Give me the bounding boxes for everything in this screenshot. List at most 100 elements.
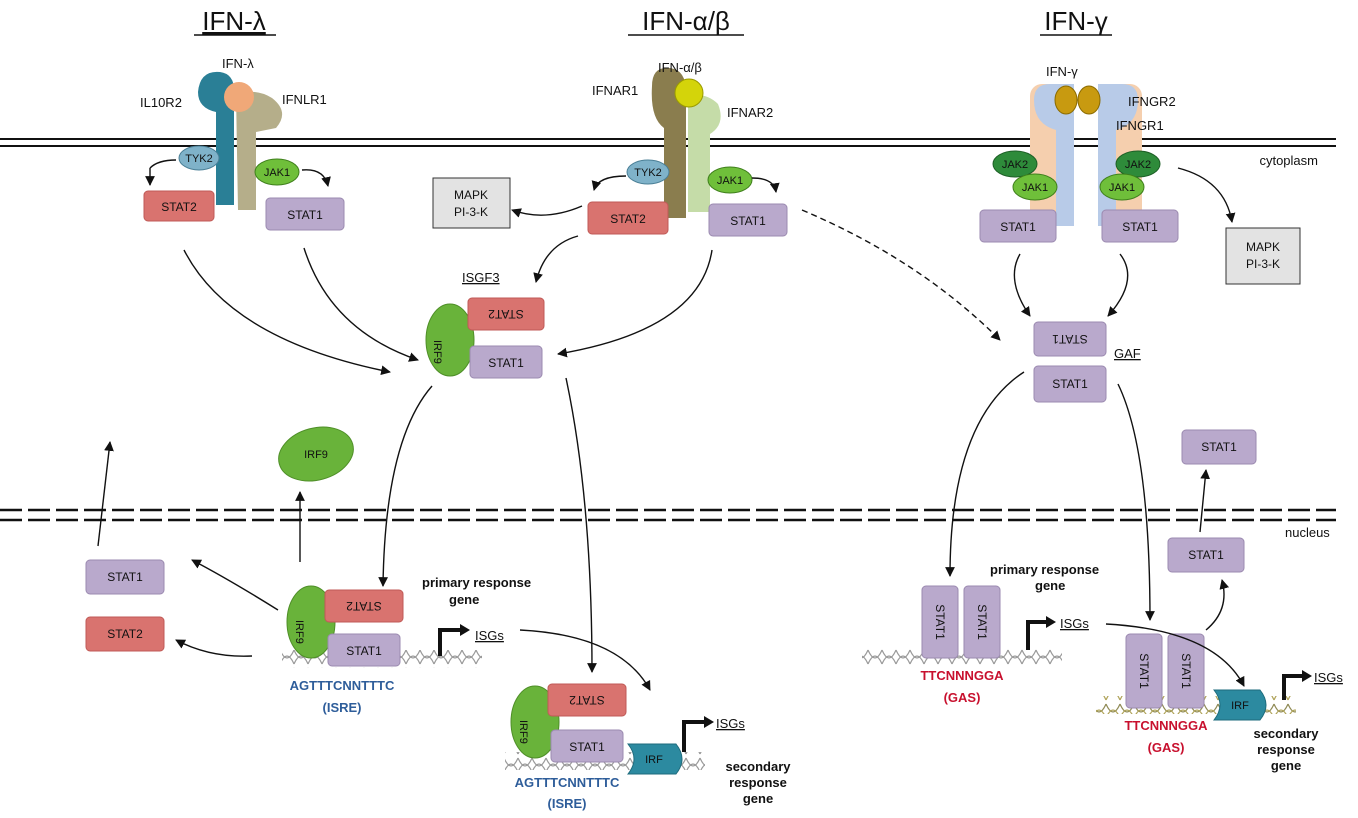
ifn-alpha-beta-ligand-icon: [674, 78, 704, 108]
jak1-alphabeta-label: JAK1: [717, 175, 743, 187]
stat2-secondary-label: STAT2: [569, 693, 605, 707]
irf9-isgf3: [425, 303, 475, 377]
stat2-export-label: STAT2: [107, 627, 143, 641]
irf9-secondary: [510, 685, 560, 759]
gas-label-secondary: (GAS): [1148, 740, 1185, 755]
tyk2-lambda-label: TYK2: [185, 153, 213, 165]
ifn-alpha-beta-receptor: [651, 67, 721, 219]
isre-label-secondary: (ISRE): [548, 796, 587, 811]
primary-response-label-line2: gene: [449, 592, 479, 607]
tyk2-alphabeta-label: TYK2: [634, 167, 662, 179]
stat1-gas-secondary-right: [1167, 633, 1205, 709]
ifnar2-label: IFNAR2: [727, 105, 773, 120]
stat1-alphabeta-label: STAT1: [730, 214, 766, 228]
stat2-primary-label: STAT2: [346, 599, 382, 613]
irf-gas-secondary-label: IRF: [1231, 700, 1249, 712]
ifn-gamma-ligand-icon: [1054, 85, 1078, 115]
irf-isre-secondary: [626, 743, 683, 775]
stat2-isgf3-label: STAT2: [488, 307, 524, 321]
jak1-gamma-right: [1099, 173, 1145, 201]
gas-sequence-secondary: TTCNNNGGA: [1124, 718, 1208, 733]
secondary-response-gamma-line1: secondary: [1253, 726, 1319, 741]
stat1-isgf3: [469, 345, 543, 379]
il10r2-label: IL10R2: [140, 95, 182, 110]
ifn-lambda-ligand-label: IFN-λ: [222, 56, 254, 71]
stat1-gas-primary-left: [921, 585, 959, 659]
nuclear-envelope: [0, 508, 1336, 522]
stat1-gamma-left: [979, 209, 1057, 243]
stat1-gas-primary-right: [963, 585, 1001, 659]
stat1-export-label: STAT1: [107, 570, 143, 584]
irf9-isgf3-label: IRF9: [431, 340, 443, 364]
irf9-secondary-label: IRF9: [517, 720, 529, 744]
jak1-gamma-left-label: JAK1: [1022, 182, 1048, 194]
stat1-nuclear-gamma: [1167, 537, 1245, 573]
stat1-lambda-label: STAT1: [287, 208, 323, 222]
stat1-gaf-top-label: STAT1: [1052, 332, 1088, 346]
pi3k-label-alphabeta: PI-3-K: [454, 205, 488, 219]
stat2-export: [85, 616, 165, 652]
jak1-lambda: [254, 158, 300, 186]
tyk2-alphabeta: [626, 159, 670, 185]
primary-response-label-line1: primary response: [422, 575, 531, 590]
stat1-isgf3-label: STAT1: [488, 356, 524, 370]
stat1-gamma-right-label: STAT1: [1122, 220, 1158, 234]
mapk-label-alphabeta: MAPK: [454, 188, 488, 202]
isre-label-primary: (ISRE): [323, 700, 362, 715]
stat1-gamma-right: [1101, 209, 1179, 243]
jak2-gamma-left-label: JAK2: [1002, 159, 1028, 171]
stat1-alphabeta: [708, 203, 788, 237]
gas-sequence-primary: TTCNNNGGA: [920, 668, 1004, 683]
stat1-gaf-bottom-label: STAT1: [1052, 377, 1088, 391]
secondary-response-gamma-line2: response: [1257, 742, 1315, 757]
cytoplasm-label: cytoplasm: [1259, 153, 1318, 168]
stat2-isgf3: [467, 297, 545, 331]
jak1-gamma-left: [1012, 173, 1058, 201]
stat1-gas-secondary-right-label: STAT1: [1179, 653, 1193, 689]
ifn-alpha-beta-ligand-label: IFN-α/β: [658, 60, 702, 75]
jak2-gamma-right: [1115, 150, 1161, 178]
primary-response-gamma-line1: primary response: [990, 562, 1099, 577]
gaf-label: GAF: [1114, 346, 1141, 361]
stat1-secondary: [550, 729, 624, 763]
jak1-alphabeta: [707, 166, 753, 194]
ifnlr1-label: IFNLR1: [282, 92, 327, 107]
heading-ifn-gamma: IFN-γ: [1044, 6, 1108, 36]
isgf3-label: ISGF3: [462, 270, 500, 285]
isre-sequence-primary: AGTTTCNNTTTC: [290, 678, 395, 693]
isgs-isre-secondary: ISGs: [716, 716, 745, 731]
stat1-nuclear-gamma-label: STAT1: [1188, 548, 1224, 562]
stat2-lambda: [143, 190, 215, 222]
isre-sequence-secondary: AGTTTCNNTTTC: [515, 775, 620, 790]
bent-arrow-icon-isre-secondary: [682, 720, 706, 752]
mapk-box-gamma: [1225, 227, 1301, 285]
stat1-primary-label: STAT1: [346, 644, 382, 658]
bent-arrow-icon-isre-primary: [438, 628, 462, 656]
ifn-lambda-receptor: [198, 71, 283, 210]
gas-label-primary: (GAS): [944, 690, 981, 705]
secondary-response-label-line1: secondary: [725, 759, 791, 774]
ifngr1-label: IFNGR1: [1116, 118, 1164, 133]
stat1-export: [85, 559, 165, 595]
stat1-free-gamma: [1181, 429, 1257, 465]
ifngr2-label: IFNGR2: [1128, 94, 1176, 109]
stat1-primary: [327, 633, 401, 667]
stat1-gaf-bottom: [1033, 365, 1107, 403]
stat2-secondary: [547, 683, 627, 717]
primary-response-gamma-line2: gene: [1035, 578, 1065, 593]
heading-ifn-alpha-beta: IFN-α/β: [642, 6, 730, 36]
irf9-free-label: IRF9: [304, 449, 328, 461]
dna-gas-primary: [862, 648, 1062, 666]
tyk2-lambda: [178, 145, 220, 171]
ifnar1-label: IFNAR1: [592, 83, 638, 98]
secondary-response-label-line2: response: [729, 775, 787, 790]
stat1-lambda: [265, 197, 345, 231]
irf9-free: [278, 426, 354, 482]
stat1-gaf-top: [1033, 321, 1107, 357]
stat2-alphabeta: [587, 201, 669, 235]
secondary-response-gamma-line3: gene: [1271, 758, 1301, 773]
pi3k-label-gamma: PI-3-K: [1246, 257, 1280, 271]
isgs-gas-primary: ISGs: [1060, 616, 1089, 631]
stat1-secondary-label: STAT1: [569, 740, 605, 754]
